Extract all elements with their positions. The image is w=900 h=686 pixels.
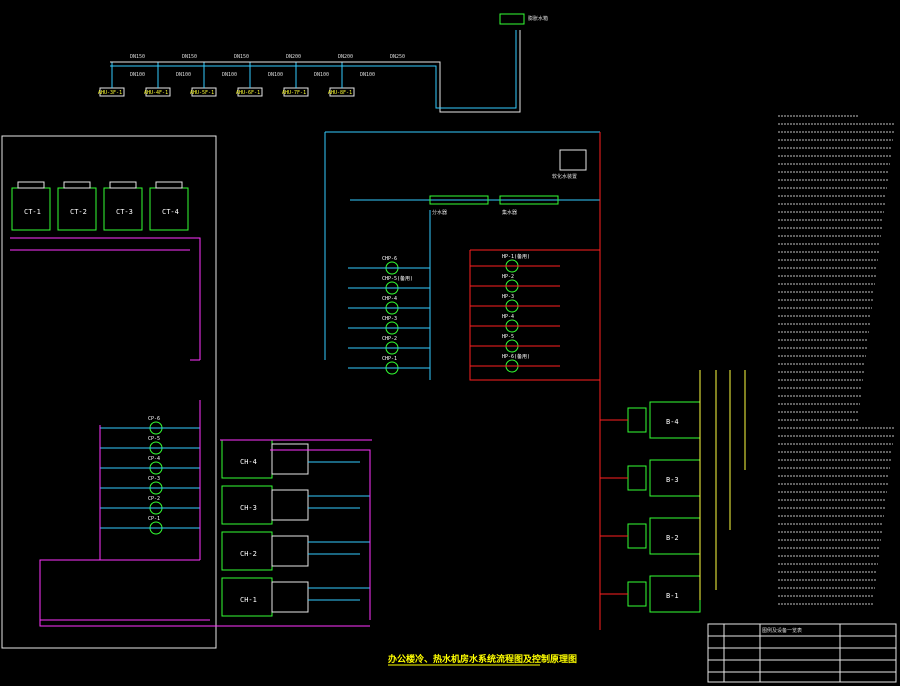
drawing-title: 办公楼冷、热水机房水系统流程图及控制原理图 [388, 653, 577, 665]
chiller-connection [308, 495, 370, 509]
supply-distributor [429, 195, 489, 205]
boiler-label: B-1 [666, 592, 679, 600]
cooling-tower-label: CT-3 [116, 208, 133, 216]
chilled-pump-label: CHP-1 [382, 356, 397, 362]
hot-water-main [469, 132, 601, 630]
water-softener-label: 软化水装置 [552, 173, 577, 180]
terminal-unit-label: AHU-8F-1 [328, 90, 352, 96]
pipe-size-label: DN200 [286, 54, 301, 60]
boiler-flue-pipes [699, 370, 746, 600]
return-collector [499, 195, 559, 205]
water-softener [559, 149, 587, 171]
cooling-tower-label: CT-2 [70, 208, 87, 216]
chilled-pump-label: CHP-2 [382, 336, 397, 342]
hot-pump-label: HP-1(备用) [502, 253, 530, 260]
condenser-water-loop-2 [10, 249, 372, 561]
terminal-unit-label: AHU-3F-1 [98, 90, 122, 96]
supply-distributor-label: 分水器 [432, 209, 447, 216]
boiler-label: B-3 [666, 476, 679, 484]
hot-pump-label: HP-2 [502, 274, 514, 280]
cooling-tower-label: CT-1 [24, 208, 41, 216]
chiller-valve-block [271, 443, 309, 475]
chiller-connection [308, 587, 370, 601]
pipe-size-label: DN100 [314, 72, 329, 78]
condenser-pump-label: CP-3 [148, 476, 160, 482]
boiler-burner [627, 407, 647, 433]
pipe-size-label: DN150 [182, 54, 197, 60]
chiller-label: CH-2 [240, 550, 257, 558]
boiler-group: B-4B-3B-2B-1 [600, 401, 701, 613]
pipe-size-label: DN250 [390, 54, 405, 60]
chilled-water-main [324, 131, 600, 380]
hot-pump-group: HP-1(备用) HP-2HP-3HP-4HP-5HP-6(备用) [470, 253, 560, 373]
chiller-group: CH-4CH-3CH-2CH-1 [221, 439, 370, 617]
chilled-pump-label: CHP-5(备用) [382, 275, 413, 282]
condenser-pump-label: CP-5 [148, 436, 160, 442]
pipe-size-label: DN100 [176, 72, 191, 78]
return-collector-label: 集水器 [502, 209, 517, 216]
hot-pump-label: HP-4 [502, 314, 514, 320]
pipe-size-label: DN100 [130, 72, 145, 78]
condenser-pump-label: CP-6 [148, 416, 160, 422]
condenser-pump-label: CP-1 [148, 516, 160, 522]
chiller-connection [308, 449, 370, 463]
condenser-pump-group: CP-6CP-5CP-4CP-3CP-2CP-1 [100, 416, 200, 535]
cooling-tower-area-outline [1, 135, 217, 649]
cooling-tower-fan [155, 181, 183, 189]
chiller-valve-block [271, 581, 309, 613]
condenser-water-loop [10, 237, 371, 627]
cooling-tower-fan [109, 181, 137, 189]
hot-pump-label: HP-6(备用) [502, 353, 530, 360]
condenser-pump-label: CP-2 [148, 496, 160, 502]
terminal-unit-label: AHU-5F-1 [190, 90, 214, 96]
condenser-pump-label: CP-4 [148, 456, 160, 462]
hot-pump-label: HP-5 [502, 334, 514, 340]
cooling-tower-fan [63, 181, 91, 189]
terminal-unit-label: AHU-7F-1 [282, 90, 306, 96]
pipe-size-label: DN100 [268, 72, 283, 78]
boiler-burner [627, 581, 647, 607]
chilled-pump-label: CHP-6 [382, 256, 397, 262]
cooling-tower-group: CT-1 CT-2 CT-3 CT-4 [11, 181, 189, 231]
boiler-burner [627, 465, 647, 491]
pipe-size-label: DN100 [222, 72, 237, 78]
boiler-burner [627, 523, 647, 549]
supply-header-pipe-2 [110, 30, 517, 109]
chilled-pump-label: CHP-3 [382, 316, 397, 322]
terminal-unit-group: AHU-3F-1 AHU-4F-1 AHU-5F-1 AHU-6F-1 AHU-7F-1… [98, 62, 355, 97]
boiler-label: B-4 [666, 418, 679, 426]
terminal-unit-label: AHU-6F-1 [236, 90, 260, 96]
chiller-label: CH-1 [240, 596, 257, 604]
chilled-pump-label: CHP-4 [382, 296, 397, 302]
equipment-table: 图例及设备一览表 [707, 623, 897, 683]
design-notes [778, 115, 895, 605]
chiller-label: CH-3 [240, 504, 257, 512]
cooling-tower-fan [17, 181, 45, 189]
expansion-tank [499, 13, 525, 25]
expansion-tank-label: 膨胀水箱 [528, 15, 548, 22]
pipe-size-label: DN150 [130, 54, 145, 60]
pipe-size-label: DN150 [234, 54, 249, 60]
chiller-connection [308, 541, 370, 555]
cooling-tower-label: CT-4 [162, 208, 179, 216]
hot-pump-label: HP-3 [502, 294, 514, 300]
pipe-size-label: DN200 [338, 54, 353, 60]
terminal-unit-label: AHU-4F-1 [144, 90, 168, 96]
pipe-size-label: DN100 [360, 72, 375, 78]
chiller-valve-block [271, 489, 309, 521]
chiller-label: CH-4 [240, 458, 257, 466]
supply-header-pipe [110, 30, 521, 113]
boiler-label: B-2 [666, 534, 679, 542]
chiller-valve-block [271, 535, 309, 567]
equipment-table-header: 图例及设备一览表 [762, 627, 802, 634]
